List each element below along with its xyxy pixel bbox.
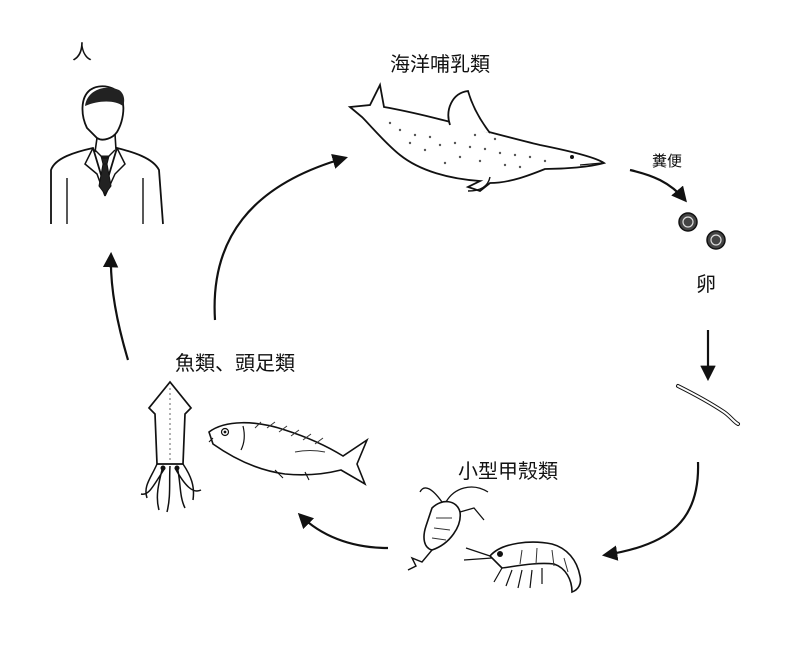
dolphin-figure <box>347 82 607 193</box>
arrow-mammal-to-eggs <box>629 168 687 203</box>
arrow-fish-to-mammal <box>213 153 348 321</box>
label-marine-mammal: 海洋哺乳類 <box>390 52 490 76</box>
arrow-crustacean-to-fish <box>297 512 389 550</box>
label-fish-cephalopod: 魚類、頭足類 <box>175 351 295 375</box>
eggs-figure <box>678 212 726 250</box>
squid-figure <box>140 380 202 513</box>
human-figure <box>50 85 164 225</box>
arrow-larva-to-crustacean <box>601 461 700 561</box>
arrow-fish-to-human <box>102 251 130 361</box>
label-feces: 糞便 <box>652 152 683 170</box>
larva-figure <box>676 384 740 426</box>
crustacean-figure <box>407 486 582 594</box>
fish-figure <box>208 421 369 486</box>
label-small-crustacean: 小型甲殼類 <box>458 459 558 483</box>
label-egg: 卵 <box>696 272 716 296</box>
label-human: 人 <box>72 40 92 64</box>
